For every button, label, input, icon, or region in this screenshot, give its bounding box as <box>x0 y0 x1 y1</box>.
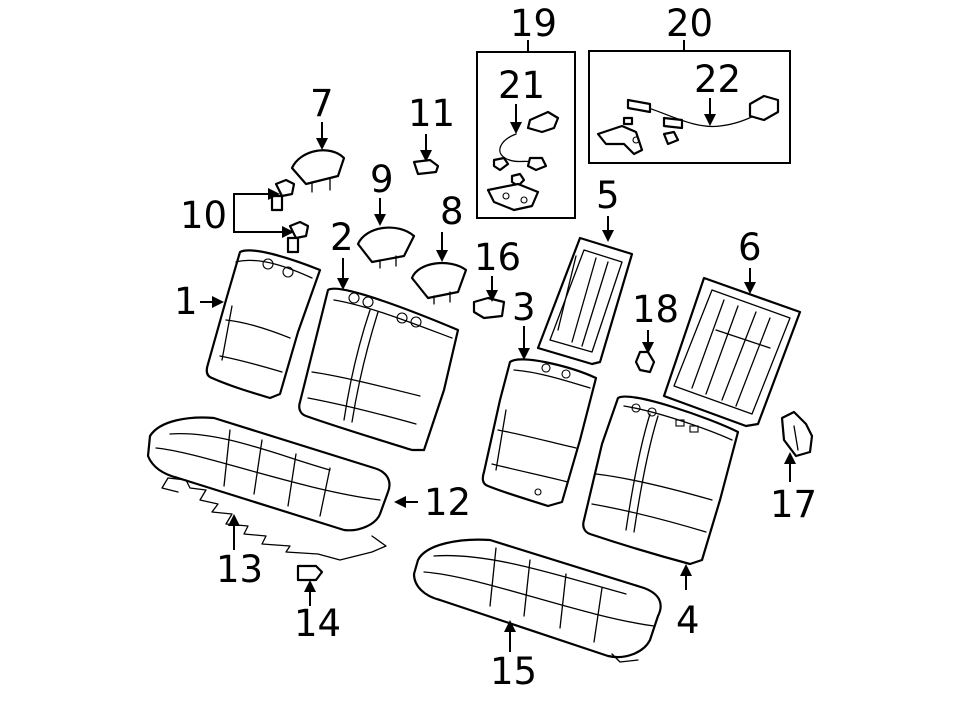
part-14-clip <box>296 564 324 582</box>
callout-15: 15 <box>490 650 537 693</box>
detail-box-20 <box>588 50 791 164</box>
callout-12: 12 <box>424 481 471 524</box>
callout-19: 19 <box>510 2 557 45</box>
callout-4: 4 <box>676 599 700 642</box>
part-17-side-bolster <box>780 410 814 458</box>
part-5-seatback-frame <box>536 236 634 366</box>
part-21-release-cable <box>486 110 560 212</box>
part-2-center-seatback <box>298 287 460 452</box>
callout-16: 16 <box>474 236 521 279</box>
part-1-left-seatback <box>205 249 322 400</box>
part-4-right-seatback <box>582 395 740 566</box>
part-15-right-seat-cushion <box>412 538 662 663</box>
part-11-clip <box>412 158 440 176</box>
part-8-headrest <box>410 262 468 305</box>
part-7-headrest <box>290 149 346 193</box>
part-12-left-seat-cushion <box>146 416 391 532</box>
callout-2: 2 <box>330 216 354 259</box>
callout-7: 7 <box>310 82 334 125</box>
part-9-headrest <box>356 226 416 269</box>
callout-18: 18 <box>632 288 679 331</box>
callout-6: 6 <box>738 226 762 269</box>
callout-10: 10 <box>180 194 227 237</box>
callout-1: 1 <box>174 280 198 323</box>
callout-5: 5 <box>596 174 620 217</box>
part-3-right-seatback <box>481 358 598 508</box>
part-16-clip <box>472 296 506 320</box>
callout-14: 14 <box>294 602 341 645</box>
callout-13: 13 <box>216 548 263 591</box>
callout-20: 20 <box>666 2 713 45</box>
part-22-lock-cable <box>596 94 780 156</box>
part-6-seatback-frame <box>662 276 802 428</box>
leader-lines <box>200 40 791 652</box>
arrowheads <box>212 114 796 632</box>
callout-9: 9 <box>370 158 394 201</box>
callout-11: 11 <box>408 92 455 135</box>
part-10-guides <box>270 178 310 254</box>
callout-21: 21 <box>498 64 545 107</box>
callout-8: 8 <box>440 190 464 233</box>
callout-17: 17 <box>770 483 817 526</box>
part-13-seat-frame <box>161 477 387 561</box>
callout-3: 3 <box>512 286 536 329</box>
part-18-clip <box>634 350 656 374</box>
callout-22: 22 <box>694 58 741 101</box>
detail-box-19 <box>476 51 576 219</box>
